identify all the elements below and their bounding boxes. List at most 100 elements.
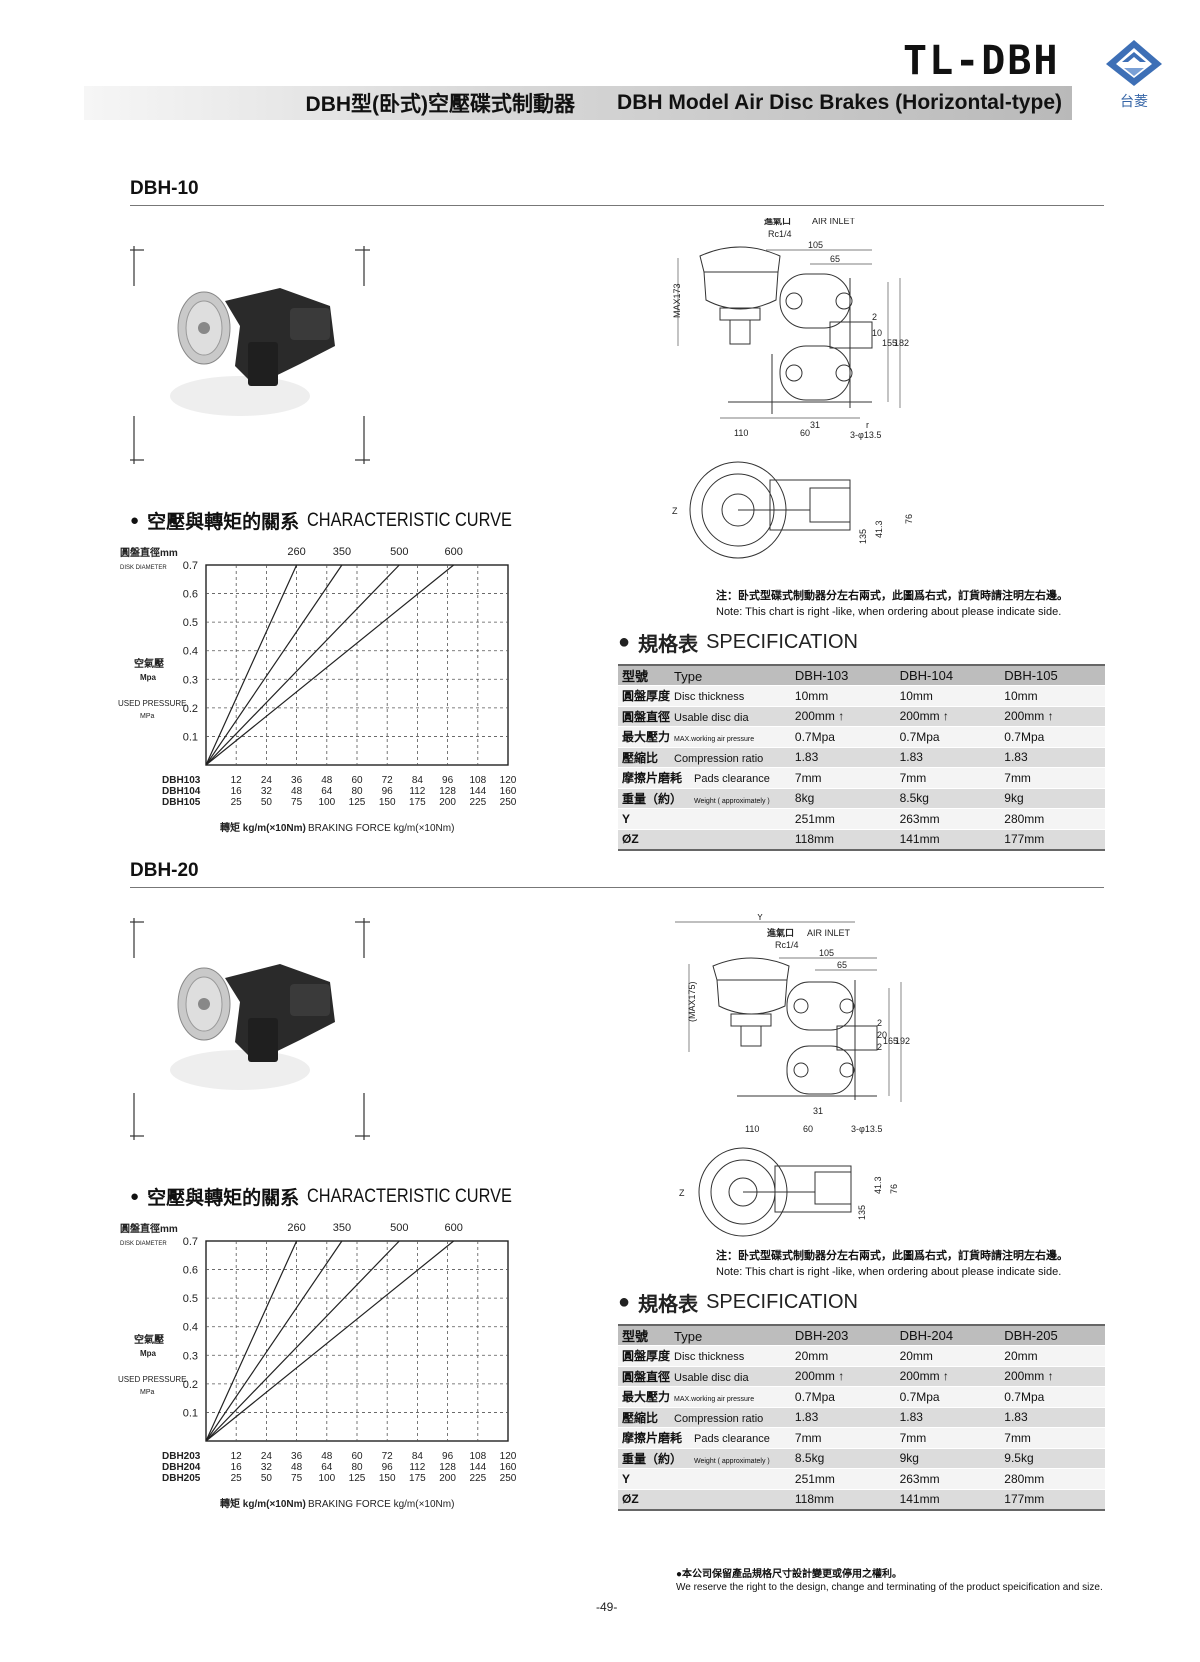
spec-heading-en: SPECIFICATION (706, 1291, 858, 1313)
bullet-icon: ● (130, 1188, 140, 1205)
disk-diameter-en-label: DISK DIAMETER (120, 565, 167, 571)
type-en: Type (674, 669, 703, 684)
curve-heading-zh: 空壓與轉矩的關系 (147, 512, 300, 533)
y-tick-label: 0.2 (183, 703, 198, 715)
x-tick-label: 48 (291, 786, 303, 797)
row-label-en: Usable disc dia (674, 1371, 749, 1384)
bullet-icon: ● (618, 631, 631, 653)
dim-label: 76 (889, 1184, 899, 1194)
row-label-en: Pads clearance (694, 1433, 770, 1446)
cell-value: 0.7Mpa (790, 726, 896, 748)
dim-label: 192 (895, 1036, 910, 1046)
cell-value: 1.83 (895, 1407, 1001, 1428)
dim-label: 135 (858, 529, 868, 544)
y-tick-label: 0.4 (183, 646, 198, 658)
cell-value: 7mm (1000, 767, 1105, 789)
cell-value: 20mm (790, 1345, 896, 1367)
spec-heading-zh: 規格表 (638, 1294, 699, 1316)
row-label-zh: 壓縮比 (622, 1410, 659, 1425)
dim-label: 2 (877, 1018, 882, 1028)
curve-heading-en: CHARACTERISTIC CURVE (307, 1185, 512, 1207)
model-header: DBH-105 (1000, 664, 1105, 686)
spec-heading-zh: 規格表 (638, 634, 699, 656)
x-tick-label: 48 (321, 1451, 333, 1462)
orientation-note: 注：卧式型碟式制動器分左右兩式，此圖爲右式，訂貨時請注明左右邊。 Note: T… (716, 1248, 1068, 1280)
table-row: 摩擦片磨耗 Pads clearance 7mm 7mm 7mm (618, 1427, 1105, 1449)
cell-value: 1.83 (1000, 747, 1105, 768)
series-line (205, 564, 400, 766)
cell-value: 7mm (895, 1427, 1001, 1449)
disk-diameter-label: 圓盤直徑mm (120, 546, 178, 559)
curve-heading: ● 空壓與轉矩的關系 CHARACTERISTIC CURVE (130, 1183, 545, 1210)
cell-value: 280mm (1000, 808, 1105, 830)
x-tick-label: 108 (469, 1451, 486, 1462)
cell-value: 9.5kg (1000, 1448, 1105, 1469)
dim-label: MAX173 (672, 283, 682, 318)
cell-value: 200mm ↑ (790, 706, 896, 727)
row-label-zh: 重量（約） (622, 791, 683, 806)
y-tick-label: 0.7 (183, 560, 198, 572)
row-label-zh: 圓盤直徑 (622, 1369, 671, 1384)
product-photo (130, 918, 385, 1143)
x-tick-label: 175 (409, 1473, 426, 1484)
note-en: Note: This chart is right -like, when or… (716, 1266, 1062, 1278)
cell-value: 141mm (895, 1489, 1001, 1511)
dim-label: 31 (813, 1106, 823, 1116)
series-label: 600 (444, 546, 462, 558)
x-tick-label: 150 (379, 797, 396, 808)
x-tick-label: 108 (469, 775, 486, 786)
dim-label: 135 (857, 1205, 867, 1220)
cell-value: 7mm (790, 1427, 896, 1449)
row-label-zh: 摩擦片磨耗 (622, 1431, 683, 1446)
x-tick-label: 48 (321, 775, 333, 786)
row-label-zh: 壓縮比 (622, 750, 659, 765)
cell-value: 200mm ↑ (895, 706, 1001, 727)
x-tick-label: 50 (261, 1473, 273, 1484)
dim-label: 3-φ13.5 (851, 1124, 882, 1134)
model-header: DBH-205 (1000, 1324, 1105, 1346)
cell-value: 200mm ↑ (790, 1366, 896, 1387)
cell-value: 0.7Mpa (790, 1386, 896, 1408)
x-tick-label: 175 (409, 797, 426, 808)
x-row-name: DBH205 (162, 1473, 201, 1484)
table-row: 重量（約）Weight ( approximately ) 8.5kg 9kg … (618, 1448, 1105, 1469)
row-label-zh: ØZ (622, 832, 639, 846)
curve-heading: ● 空壓與轉矩的關系 CHARACTERISTIC CURVE (130, 507, 545, 534)
type-zh: 型號 (622, 669, 649, 684)
cell-value: 10mm (1000, 685, 1105, 707)
series-label: 500 (390, 546, 408, 558)
row-label-en: Weight ( approximately ) (694, 1457, 770, 1465)
x-axis-label-en: BRAKING FORCE kg/m(×10Nm) (308, 1499, 454, 1510)
x-tick-label: 120 (500, 775, 517, 786)
cell-value: 1.83 (895, 747, 1001, 768)
dim-label: 3-φ13.5 (850, 430, 881, 440)
cell-value: 200mm ↑ (1000, 1366, 1105, 1387)
row-label-en: Weight ( approximately ) (694, 797, 770, 805)
cell-value: 7mm (1000, 1427, 1105, 1449)
model-header: DBH-103 (790, 664, 896, 686)
x-tick-label: 96 (442, 1451, 454, 1462)
x-tick-label: 72 (382, 775, 394, 786)
row-label-zh: 圓盤直徑 (622, 709, 671, 724)
type-zh: 型號 (622, 1329, 649, 1344)
x-tick-label: 64 (321, 1462, 333, 1473)
x-tick-label: 60 (351, 775, 363, 786)
y-tick-label: 0.5 (183, 1293, 198, 1305)
cell-value: 7mm (790, 767, 896, 789)
row-label-zh: Y (622, 1471, 631, 1486)
note-en: Note: This chart is right -like, when or… (716, 606, 1062, 618)
cell-value: 251mm (790, 1468, 896, 1490)
y-tick-label: 0.4 (183, 1322, 198, 1334)
title-bar: DBH型(卧式)空壓碟式制動器 DBH Model Air Disc Brake… (84, 86, 1072, 120)
x-tick-label: 50 (261, 797, 273, 808)
y-axis-label-en: USED PRESSURE (118, 1375, 186, 1384)
rc-label: Rc1/4 (775, 940, 799, 950)
series-line (205, 1240, 298, 1442)
curve-heading-en: CHARACTERISTIC CURVE (307, 509, 512, 531)
air-inlet-zh-label: 進氣口 (764, 218, 791, 226)
